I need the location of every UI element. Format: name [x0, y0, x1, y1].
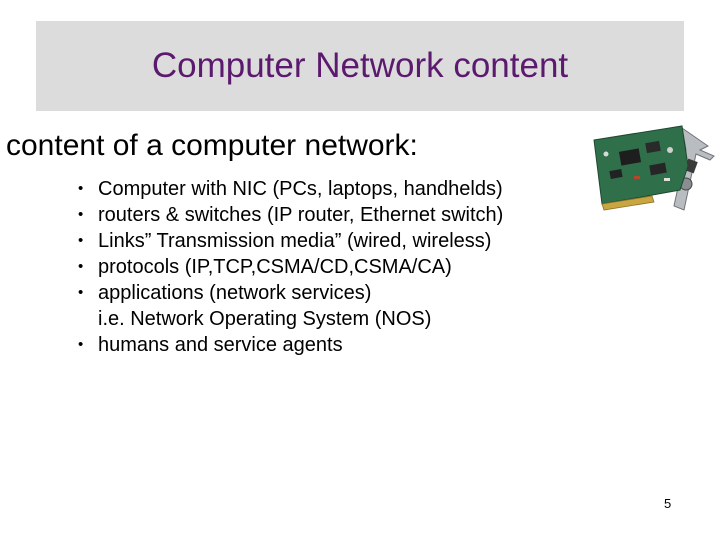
bullet-item: • humans and service agents [74, 332, 503, 358]
slide-subtitle: content of a computer network: [6, 129, 418, 162]
bullet-symbol: • [78, 336, 84, 353]
bullet-item: • applications (network services) i.e. Net… [74, 280, 503, 332]
network-interface-card-image [593, 125, 715, 211]
bullet-item: • routers & switches (IP router, Ethernet… [74, 202, 503, 228]
bullet-item: • Links” Transmission media” (wired, wire… [74, 228, 503, 254]
bullet-symbol: • [78, 284, 84, 301]
bullet-symbol: • [78, 180, 84, 197]
bullet-symbol: • [78, 232, 84, 249]
bullet-continuation: i.e. Network Operating System (NOS) [98, 308, 432, 330]
bullet-text: applications (network services) [98, 282, 372, 304]
bullet-text: humans and service agents [98, 334, 343, 356]
bullet-text: Links” Transmission media” (wired, wirel… [98, 230, 492, 252]
page-number: 5 [664, 496, 672, 511]
bullet-item: • protocols (IP,TCP,CSMA/CD,CSMA/CA) [74, 254, 503, 280]
bullet-list: • Computer with NIC (PCs, laptops, handhe… [74, 176, 503, 358]
bullet-text: protocols (IP,TCP,CSMA/CD,CSMA/CA) [98, 256, 452, 278]
slide-title: Computer Network content [151, 46, 569, 85]
bullet-symbol: • [78, 206, 84, 223]
title-banner [36, 21, 684, 111]
bullet-symbol: • [78, 258, 84, 275]
bullet-text: routers & switches (IP router, Ethernet … [98, 204, 504, 226]
bullet-item: • Computer with NIC (PCs, laptops, handhe… [74, 176, 503, 202]
bullet-text: Computer with NIC (PCs, laptops, handhel… [98, 178, 503, 200]
